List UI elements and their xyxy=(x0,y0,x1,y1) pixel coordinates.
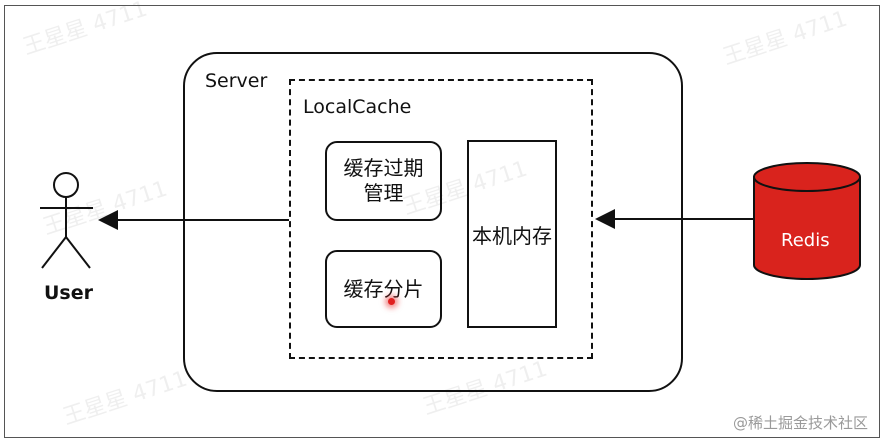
cursor-dot xyxy=(388,298,395,305)
redis-label: Redis xyxy=(781,230,830,251)
local-memory-label: 本机内存 xyxy=(472,223,552,248)
cache-sharding-node: 缓存分片 xyxy=(325,250,442,328)
cache-sharding-label: 缓存分片 xyxy=(343,276,424,301)
cache-expiry-node: 缓存过期管理 xyxy=(325,141,442,221)
local-cache-label: LocalCache xyxy=(303,96,412,118)
user-label: User xyxy=(44,282,93,304)
outer-frame xyxy=(4,5,880,438)
redis-database-icon xyxy=(753,162,861,280)
source-credit: @稀土掘金技术社区 xyxy=(732,414,868,432)
server-label: Server xyxy=(205,70,268,92)
local-cache-container xyxy=(289,79,593,359)
server-container xyxy=(183,52,683,392)
cache-expiry-label: 缓存过期管理 xyxy=(343,156,424,205)
user-actor-icon xyxy=(40,172,93,269)
local-memory-node: 本机内存 xyxy=(467,140,557,328)
